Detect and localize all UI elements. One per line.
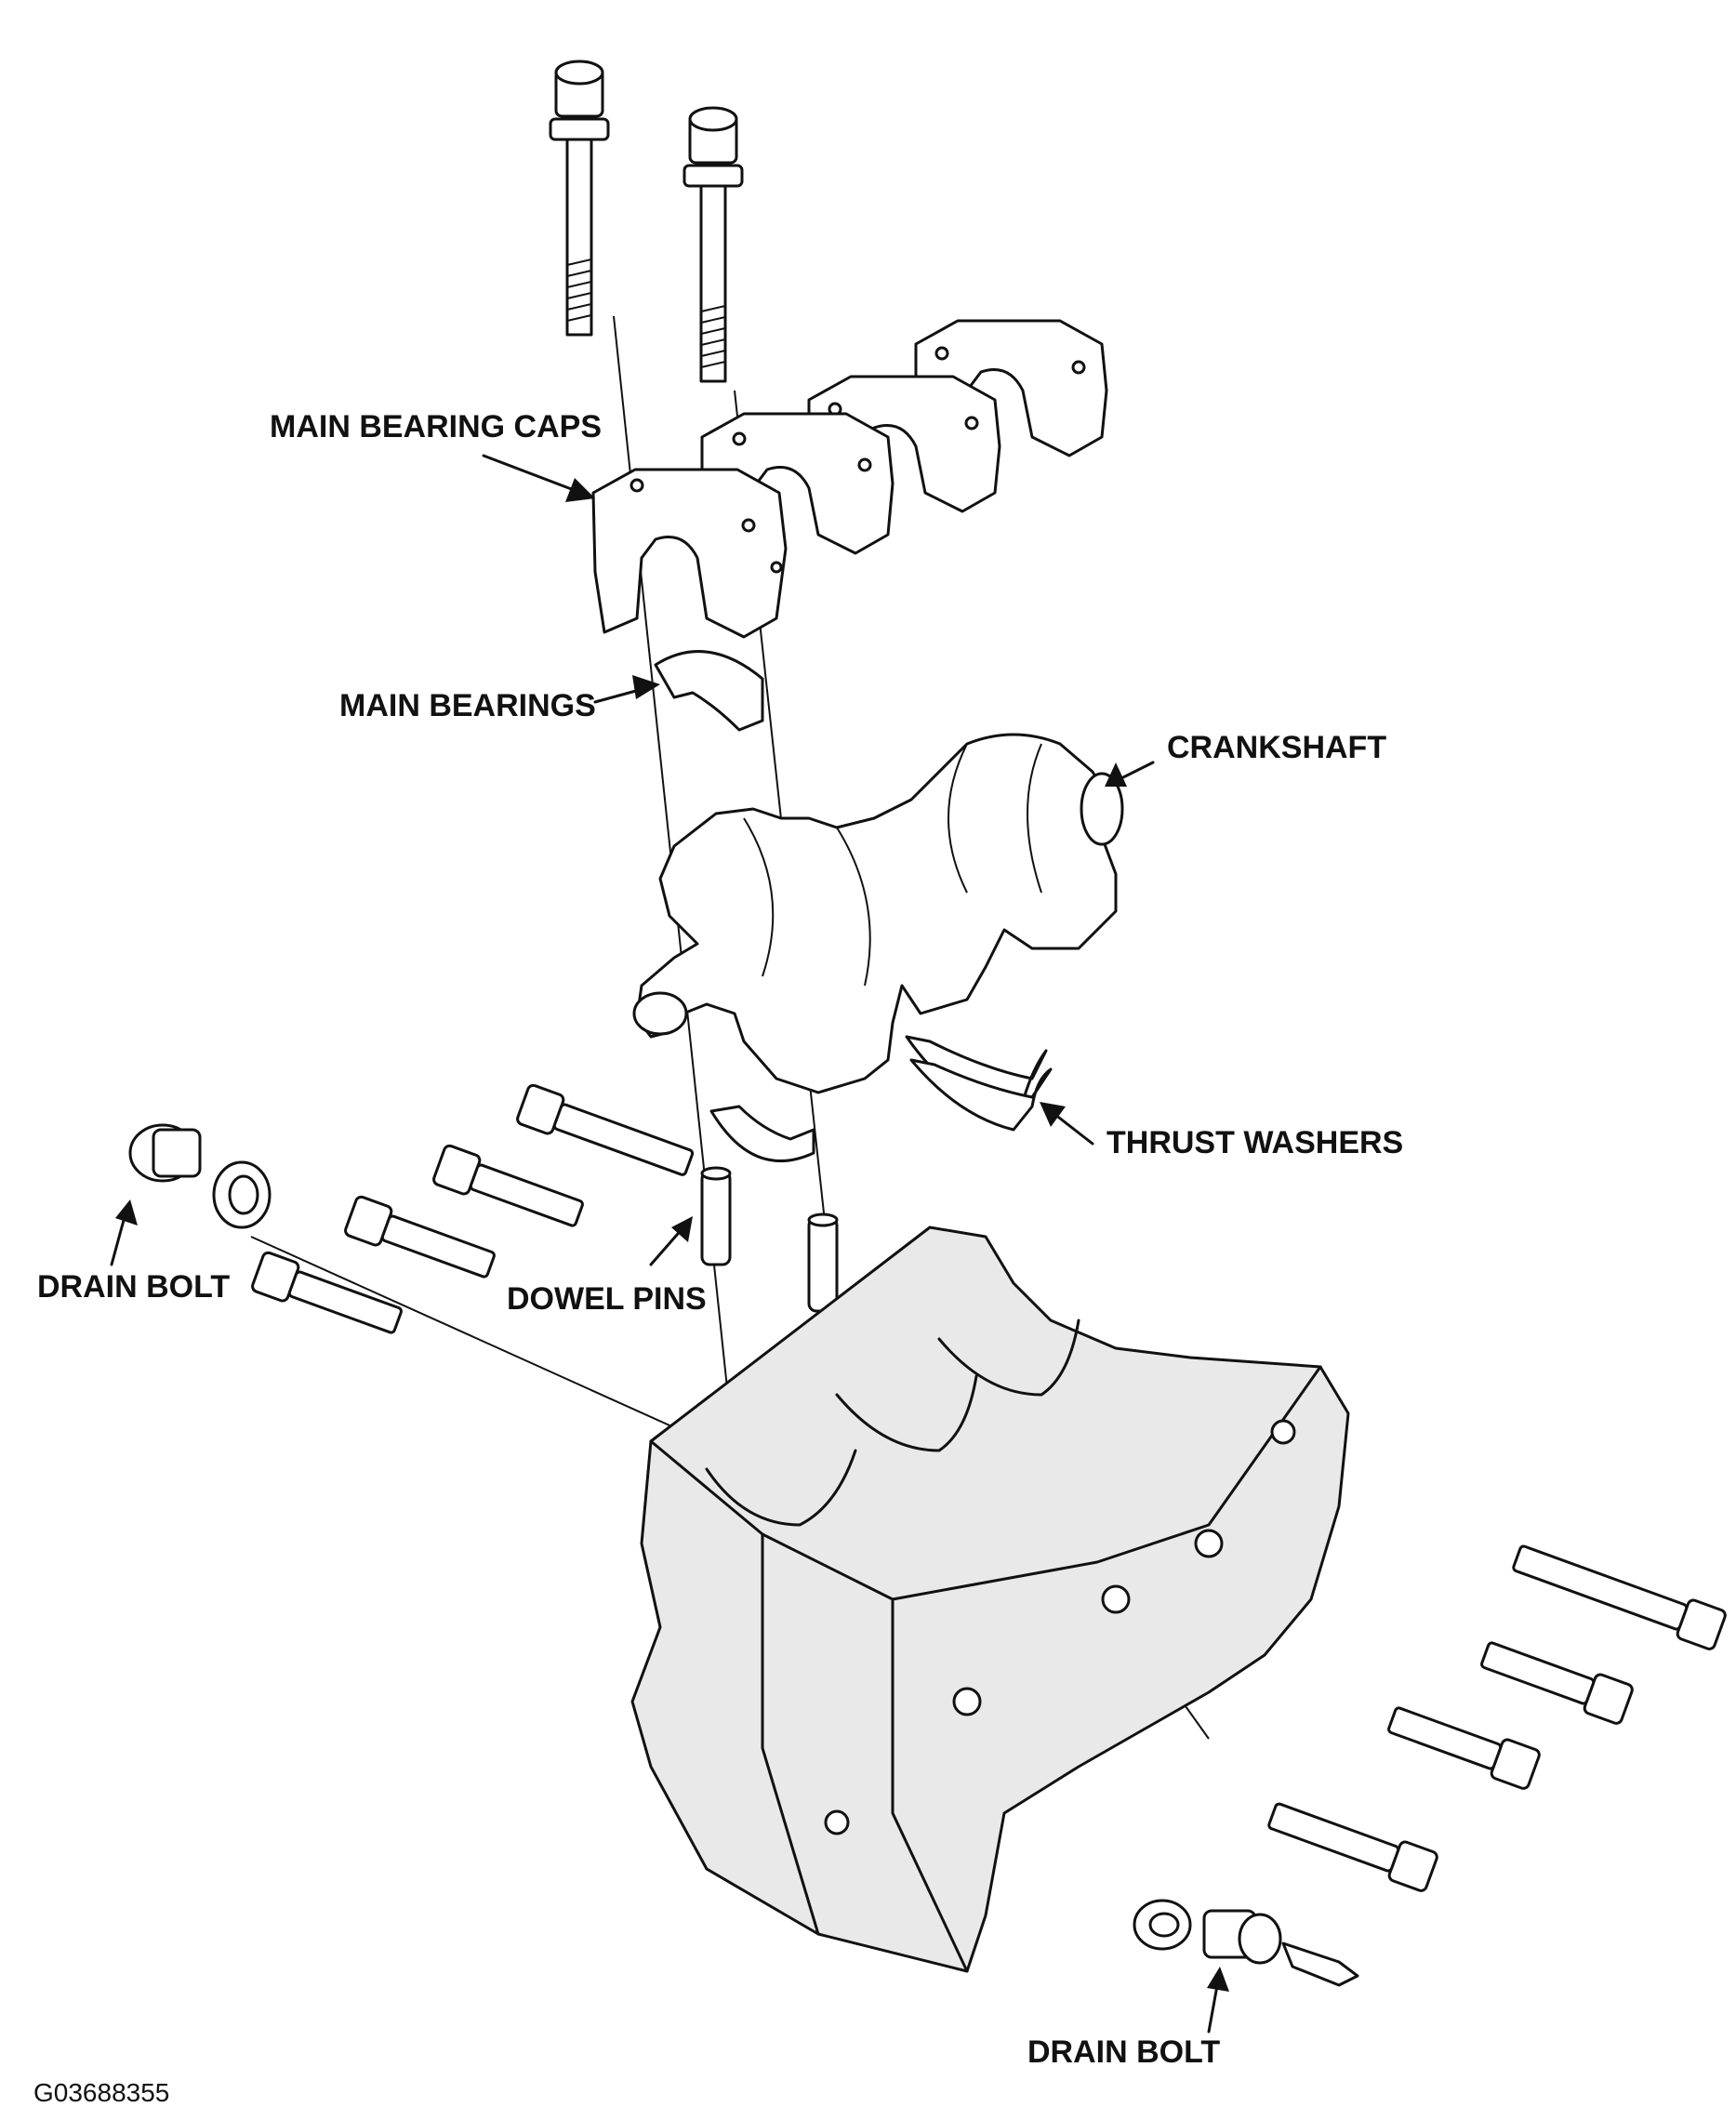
label-main-bearing-caps: MAIN BEARING CAPS — [270, 409, 602, 444]
thrust-washers-part — [905, 1035, 1053, 1132]
drain-bolt-bottom-part — [1133, 1899, 1359, 1987]
label-drain-bolt-left: DRAIN BOLT — [37, 1269, 230, 1305]
side-bolt-right-4 — [1267, 1802, 1438, 1892]
label-thrust-washers: THRUST WASHERS — [1107, 1125, 1403, 1160]
label-crankshaft: CRANKSHAFT — [1167, 730, 1386, 765]
side-bolt-left-2 — [432, 1144, 584, 1227]
side-bolt-left-1 — [516, 1083, 695, 1176]
drain-bolt-left-part — [128, 1123, 272, 1229]
side-bolt-left-4 — [251, 1251, 403, 1334]
crankshaft-part — [632, 733, 1124, 1094]
label-main-bearings: MAIN BEARINGS — [339, 688, 596, 723]
side-bolt-right-3 — [1387, 1706, 1541, 1790]
label-drain-bolt-bottom: DRAIN BOLT — [1027, 2034, 1220, 2070]
main-bearing-shell-lower — [709, 1105, 815, 1163]
main-bearing-shell-upper — [654, 650, 764, 732]
figure-code: G03688355 — [33, 2078, 169, 2107]
side-bolt-right-2 — [1480, 1641, 1634, 1725]
head-bolt-left — [549, 60, 610, 337]
side-bolt-left-3 — [344, 1195, 496, 1279]
label-dowel-pins: DOWEL PINS — [507, 1281, 707, 1317]
side-bolt-right-1 — [1512, 1544, 1727, 1650]
dowel-pin-right — [807, 1212, 839, 1313]
main-bearing-cap-1 — [591, 468, 788, 639]
head-bolt-right — [682, 106, 744, 383]
callout-arrows — [110, 454, 1229, 2034]
engine-block-part — [630, 1226, 1350, 1973]
dowel-pin-left — [700, 1166, 732, 1266]
